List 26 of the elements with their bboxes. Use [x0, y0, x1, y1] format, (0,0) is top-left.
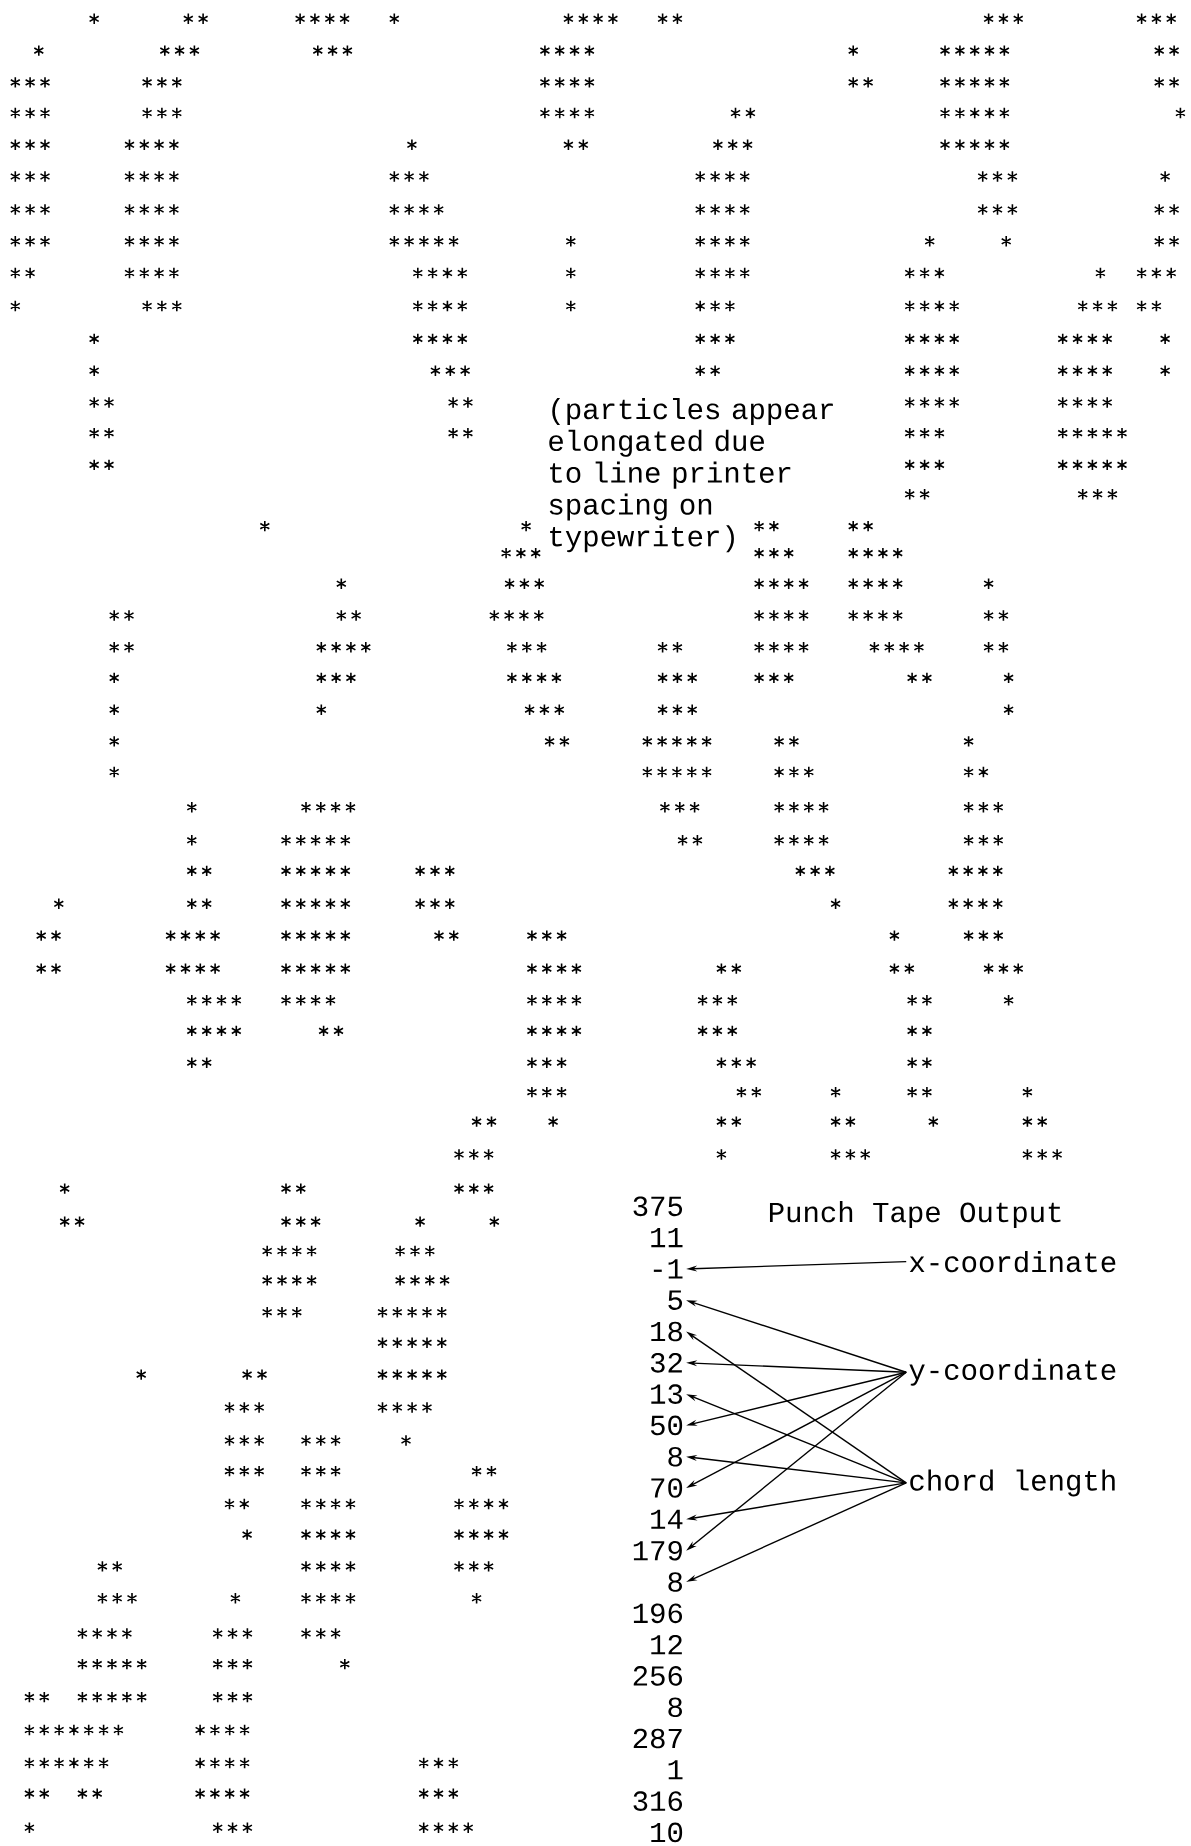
tape-value: 8 — [668, 1697, 682, 1718]
tape-value: 18 — [651, 1321, 682, 1342]
tape-value: 70 — [651, 1478, 683, 1498]
note-text: (particles appear elongated due to line printer spacing on typewriter) — [549, 398, 833, 553]
tape-value: 10 — [651, 1822, 683, 1843]
callout-label: x-coordinate — [909, 1250, 1116, 1273]
tape-value: 1 — [668, 1760, 683, 1780]
callout-label: y-coordinate — [909, 1358, 1116, 1386]
tape-value: 196 — [633, 1603, 683, 1624]
tape-value: 32 — [650, 1352, 682, 1373]
tape-value: 375 — [633, 1196, 683, 1217]
tape-value: 14 — [651, 1509, 683, 1529]
column-heading: Punch Tape Output — [770, 1201, 1061, 1229]
tape-value: 179 — [633, 1540, 682, 1561]
tape-value: -1 — [653, 1259, 683, 1279]
tape-value: 287 — [633, 1728, 682, 1749]
tape-value: 256 — [633, 1666, 683, 1686]
tape-value: 13 — [651, 1384, 683, 1404]
tape-value: 316 — [633, 1791, 683, 1811]
tape-value: 11 — [651, 1228, 683, 1248]
tape-value: 5 — [668, 1290, 683, 1310]
tape-value: 50 — [650, 1415, 683, 1436]
callout-label: chord length — [910, 1469, 1115, 1497]
tape-value: 8 — [668, 1572, 682, 1592]
tape-value: 12 — [651, 1634, 682, 1655]
tape-value: 8 — [668, 1446, 682, 1467]
